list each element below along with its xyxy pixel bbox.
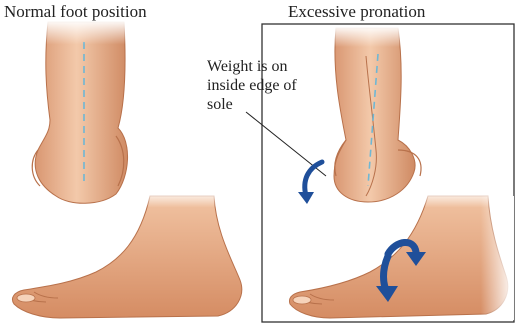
pronated-heel-rear-view [330, 26, 421, 202]
heel-rotation-arrow [298, 162, 322, 204]
normal-foot-side-view [12, 190, 241, 318]
pronation-panel-title: Excessive pronation [288, 2, 425, 22]
normal-panel-title: Normal foot position [4, 2, 147, 22]
normal-heel-rear-view [32, 20, 132, 203]
weight-annotation: Weight is on inside edge of sole [207, 57, 327, 114]
pronated-foot-side-view [289, 190, 514, 320]
